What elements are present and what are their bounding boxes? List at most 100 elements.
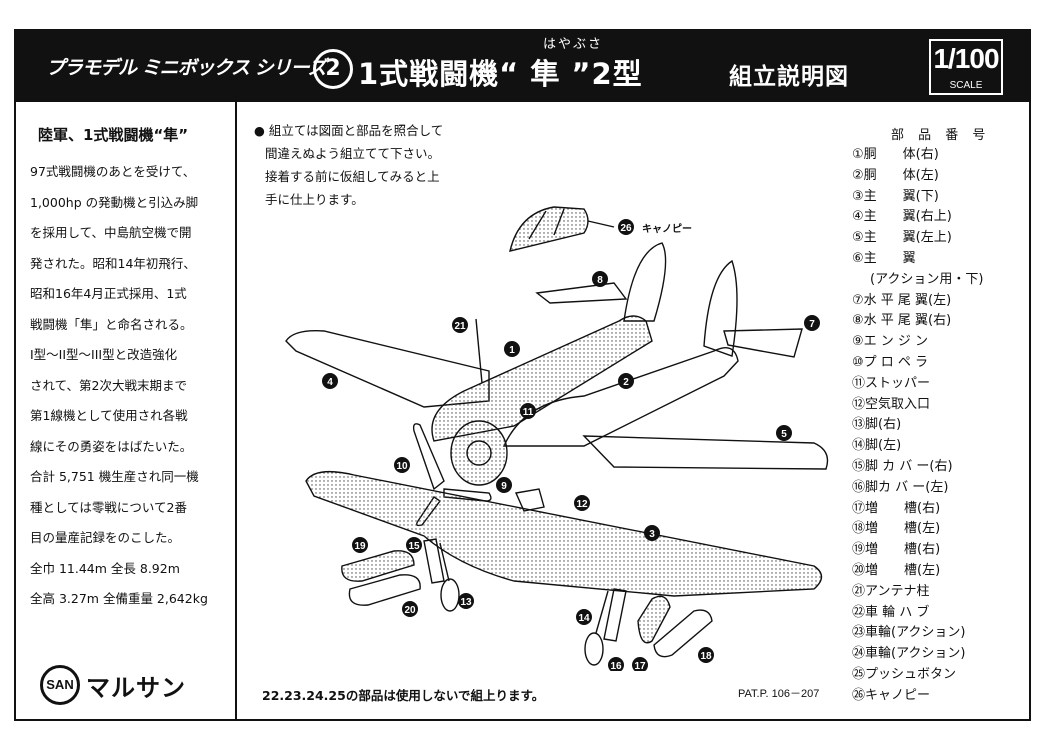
part-item: ⑯脚カ バ ー(左) <box>852 479 949 495</box>
callout-16: 16 <box>610 661 622 671</box>
callout-4: 4 <box>327 377 333 388</box>
instruction-line: 手に仕上ります。 <box>265 192 364 207</box>
gear-cover-right <box>423 538 445 584</box>
part-item: ⑰増 槽(右) <box>852 500 941 516</box>
instruction-sheet: プラモデル ミニボックス シリーズ 2 はやぶさ 1式戦闘機“ 隼 ”2型 組立… <box>14 29 1031 721</box>
patent-number: PAT.P. 106－207 <box>738 688 820 700</box>
part-item: ㉖キャノピー <box>852 687 931 703</box>
history-line: 線にその勇姿をはばたいた。 <box>30 438 193 454</box>
lower-wing-part <box>305 470 823 597</box>
engine-part <box>450 420 508 486</box>
part-item: ⑪ストッパー <box>852 375 931 391</box>
callout-20: 20 <box>404 605 416 616</box>
gear-left <box>595 590 609 634</box>
canopy-part <box>509 206 589 252</box>
instruction-line: 間違えぬよう組立てて下さい。 <box>265 146 441 161</box>
callout-17: 17 <box>634 661 646 671</box>
logo-name: マルサン <box>86 673 186 702</box>
callout-5: 5 <box>781 429 787 440</box>
part-item: ㉑アンテナ柱 <box>852 583 930 599</box>
history-title: 陸軍、1式戦闘機“隼” <box>38 126 189 144</box>
history-panel: 陸軍、1式戦闘機“隼” 97式戦闘機のあとを受けて、 1,000hp の発動機と… <box>16 102 237 719</box>
drop-tank-19 <box>341 550 415 582</box>
series-name: プラモデル ミニボックス シリーズ <box>46 57 327 79</box>
callout-7: 7 <box>809 319 815 330</box>
fin-right <box>623 242 667 322</box>
fin-left <box>703 259 738 357</box>
callout-12: 12 <box>576 499 588 510</box>
tailplane-left-part <box>723 328 803 358</box>
part-item: ②胴 体(左) <box>852 167 939 183</box>
tailplane-right-part <box>535 282 628 304</box>
part-item: ④主 翼(右上) <box>852 209 952 225</box>
canopy-label: キャノピー <box>642 223 692 235</box>
history-line: 97式戦闘機のあとを受けて、 <box>30 164 196 179</box>
history-line: 種としては零戦について2番 <box>30 499 187 515</box>
history-line: 1,000hp の発動機と引込み脚 <box>30 194 199 210</box>
history-line: 戦闘機「隼」と命名される。 <box>30 316 193 332</box>
fuselage-left-part <box>502 347 739 447</box>
callout-10: 10 <box>396 461 408 472</box>
assembly-instructions: 組立ては図面と部品を照合して 間違えぬよう組立てて下さい。 接着する前に仮組して… <box>254 119 443 211</box>
history-line: 全巾 11.44m 全長 8.92m <box>30 560 180 576</box>
propeller-part <box>412 423 445 491</box>
callout-14: 14 <box>578 613 590 624</box>
part-callouts: 26 キャノピー 8 7 21 1 4 2 11 5 10 9 12 3 19 … <box>322 219 820 671</box>
parts-header: 部 品 番 号 <box>891 128 991 143</box>
gear-right <box>439 542 450 582</box>
drop-tank-20 <box>348 574 421 606</box>
history-line: 合計 5,751 機生産され同一機 <box>30 469 199 484</box>
callout-8: 8 <box>597 275 603 286</box>
history-line: 全高 3.27m 全備重量 2,642kg <box>30 591 208 606</box>
part-item: ㉒車 輪 ハ ブ <box>852 604 930 620</box>
callout-9: 9 <box>501 481 507 492</box>
drop-tank-18 <box>653 609 713 658</box>
drop-tank-17 <box>637 595 671 644</box>
history-line: を採用して、中島航空機で開 <box>30 225 192 240</box>
intake-part <box>514 488 545 512</box>
history-line: I型〜II型〜III型と改造強化 <box>30 347 178 362</box>
unused-parts-note: 22.23.24.25の部品は使用しないで組上ります。 <box>262 688 545 703</box>
part-item: ⑫空気取入口 <box>852 396 931 412</box>
part-item: ⑬脚(右) <box>852 417 902 433</box>
callout-13: 13 <box>460 597 472 608</box>
callout-2: 2 <box>623 377 629 388</box>
history-line: 第1線機として使用され各戦 <box>30 408 188 423</box>
callout-21: 21 <box>454 321 466 332</box>
title-ruby: はやぶさ <box>543 37 604 52</box>
part-item: ⑳増 槽(左) <box>852 562 941 578</box>
history-line: 昭和16年4月正式採用、1式 <box>30 286 187 301</box>
exploded-diagram: 26 キャノピー 8 7 21 1 4 2 11 5 10 9 12 3 19 … <box>285 206 829 671</box>
part-item: ③主 翼(下) <box>852 188 939 204</box>
callout-18: 18 <box>700 651 712 662</box>
part-item: ⑭脚(左) <box>852 438 902 454</box>
part-item: (アクション用・下) <box>870 271 984 287</box>
kit-title: 1式戦闘機“ 隼 ”2型 <box>358 57 643 91</box>
kit-number: 2 <box>313 49 353 89</box>
antenna-part <box>475 318 483 384</box>
part-item: ⑩プ ロ ペ ラ <box>852 354 929 370</box>
parts-list: ①胴 体(右) ②胴 体(左) ③主 翼(下) ④主 翼(右上) ⑤主 翼(左上… <box>852 145 984 707</box>
history-text: 97式戦闘機のあとを受けて、 1,000hp の発動機と引込み脚 を採用して、中… <box>30 157 228 615</box>
instruction-line: 接着する前に仮組してみると上 <box>265 169 440 184</box>
gear-cover-left <box>603 588 627 642</box>
callout-11: 11 <box>523 407 534 418</box>
part-item: ⑨エ ン ジ ン <box>852 334 929 350</box>
part-item: ⑦水 平 尾 翼(左) <box>852 292 952 308</box>
history-line: されて、第2次大戦末期まで <box>30 377 187 393</box>
part-item: ㉕プッシュボタン <box>852 666 957 682</box>
part-item: ⑲増 槽(右) <box>852 542 941 558</box>
scale-value: 1/100 <box>933 43 999 74</box>
logo-mark: SAN <box>40 665 80 705</box>
history-line: 目の量産記録をのこした。 <box>30 530 181 545</box>
callout-15: 15 <box>408 541 420 552</box>
scale-label: SCALE <box>949 80 983 91</box>
part-item: ㉔車輪(アクション) <box>852 646 966 662</box>
sheet-title: 組立説明図 <box>729 64 849 90</box>
part-item: ⑧水 平 尾 翼(右) <box>852 313 952 329</box>
part-item: ㉓車輪(アクション) <box>852 625 966 641</box>
callout-3: 3 <box>649 529 655 540</box>
part-item: ⑤主 翼(左上) <box>852 230 952 246</box>
part-item: ⑱増 槽(左) <box>852 521 941 537</box>
